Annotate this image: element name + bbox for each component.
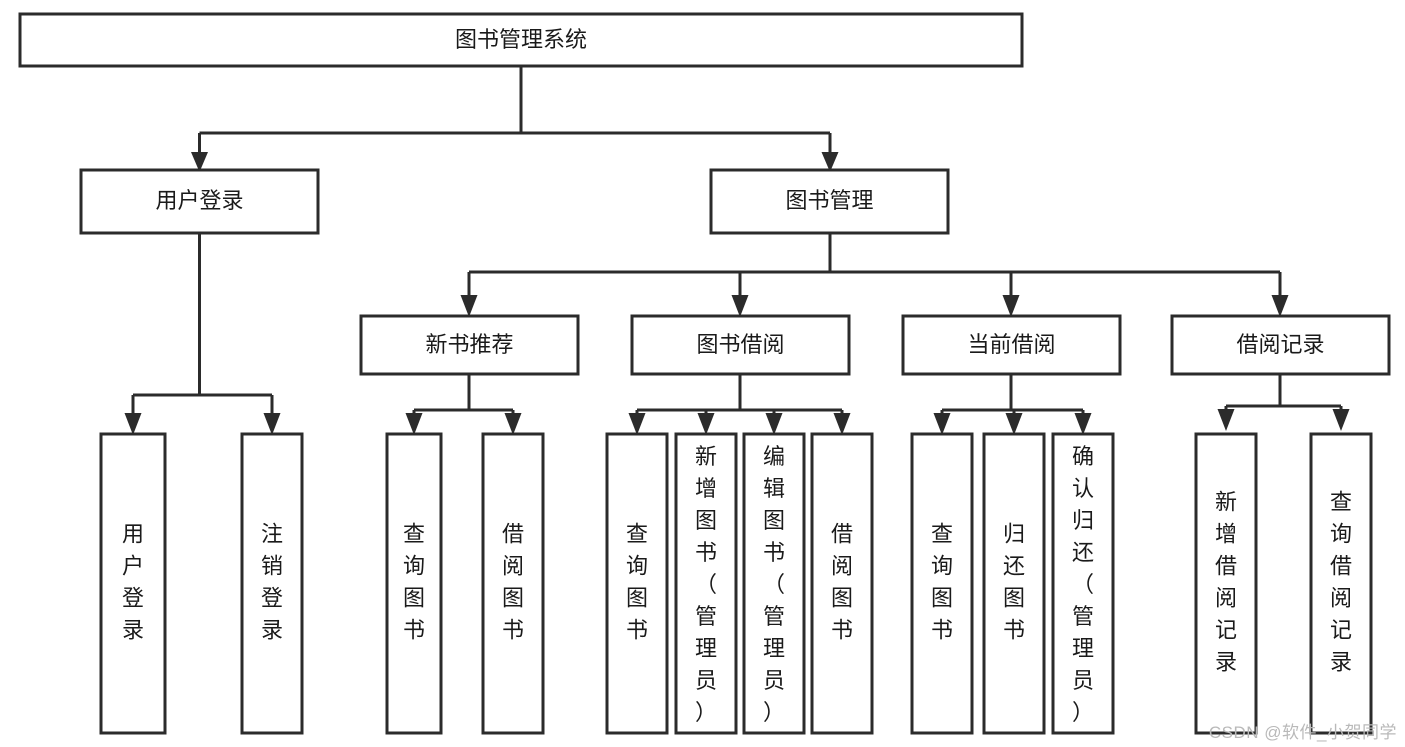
arrowhead-leaf-user-login: [124, 413, 142, 435]
arrowhead-leaf-borrow-book-rec: [504, 413, 522, 435]
leaf-box[interactable]: [240, 432, 304, 735]
leaf-node[interactable]: 借阅图书: [481, 432, 545, 735]
leaf-label: 新增借阅记录: [1215, 490, 1237, 675]
leaf-node[interactable]: 注销登录: [240, 432, 304, 735]
leaf-node[interactable]: 确认归还（管理员）: [1051, 432, 1115, 735]
leaf-node[interactable]: 新增借阅记录: [1194, 432, 1258, 735]
arrowhead-leaf-borrow-book-bb: [833, 413, 851, 435]
book-borrow-box[interactable]: [630, 314, 851, 376]
connector-layer: [124, 66, 1350, 435]
arrowhead-leaf-confirm-return: [1074, 413, 1092, 435]
node-current-borrow[interactable]: 当前借阅: [901, 314, 1122, 376]
arrowhead-new-book-rec: [460, 295, 478, 317]
arrowhead-leaf-add-book: [697, 413, 715, 435]
arrowhead-book-borrow: [731, 295, 749, 317]
leaf-node[interactable]: 查询图书: [605, 432, 669, 735]
book-borrow-label: 图书借阅: [696, 332, 784, 357]
leaf-label: 查询图书: [626, 522, 648, 643]
leaf-node[interactable]: 查询图书: [385, 432, 443, 735]
leaf-label: 确认归还（管理员）: [1072, 444, 1094, 725]
book-manage-label: 图书管理: [785, 188, 873, 213]
node-book-manage[interactable]: 图书管理: [709, 168, 950, 235]
leaf-node[interactable]: 借阅图书: [810, 432, 874, 735]
arrowhead-leaf-query-book-rec: [405, 413, 423, 435]
edge-bookborrow-bus: [635, 374, 844, 416]
leaf-box[interactable]: [910, 432, 974, 735]
arrowhead-leaf-query-book-cb: [933, 413, 951, 435]
leaf-label: 新增图书（管理员）: [695, 444, 717, 725]
new-book-rec-label: 新书推荐: [425, 332, 513, 357]
current-borrow-label: 当前借阅: [967, 332, 1055, 357]
leaf-node[interactable]: 新增图书（管理员）: [674, 432, 738, 735]
arrowhead-book-manage: [821, 152, 839, 172]
node-root[interactable]: 图书管理系统: [18, 12, 1024, 68]
arrowhead-leaf-query-book-bb: [628, 413, 646, 435]
current-borrow-box[interactable]: [901, 314, 1122, 376]
leaf-node[interactable]: 查询图书: [910, 432, 974, 735]
edge-currentborrow-bus: [940, 374, 1085, 416]
arrowhead-current-borrow: [1002, 295, 1020, 317]
borrow-record-box[interactable]: [1170, 314, 1391, 376]
leaf-node[interactable]: 归还图书: [982, 432, 1046, 735]
node-borrow-record[interactable]: 借阅记录: [1170, 314, 1391, 376]
arrowhead-leaf-logout-login: [263, 413, 281, 435]
leaf-label: 编辑图书（管理员）: [763, 444, 785, 725]
arrowhead-borrow-record: [1271, 295, 1289, 317]
leaf-box[interactable]: [1194, 432, 1258, 735]
leaf-box[interactable]: [742, 432, 806, 735]
leaf-box[interactable]: [674, 432, 738, 735]
root-label: 图书管理系统: [455, 27, 587, 52]
leaf-box[interactable]: [385, 432, 443, 735]
user-login-label: 用户登录: [155, 188, 243, 213]
edge-userlogin-bus: [131, 233, 274, 416]
leaf-label: 归还图书: [1003, 522, 1025, 643]
leaf-box[interactable]: [99, 432, 167, 735]
leaf-box[interactable]: [1051, 432, 1115, 735]
edge-bookmanage-bus: [467, 233, 1282, 298]
node-user-login[interactable]: 用户登录: [79, 168, 320, 235]
leaf-node[interactable]: 编辑图书（管理员）: [742, 432, 806, 735]
leaf-label: 查询图书: [403, 522, 425, 643]
arrowhead-leaf-add-record: [1217, 409, 1235, 431]
arrowhead-leaf-edit-book: [765, 413, 783, 435]
arrowhead-leaf-return-book: [1005, 413, 1023, 435]
new-book-rec-box[interactable]: [359, 314, 580, 376]
leaf-label: 查询借阅记录: [1330, 490, 1352, 675]
leaf-node[interactable]: 用户登录: [99, 432, 167, 735]
leaf-layer: 用户登录 注销登录 查询图书 借阅图书 查询图书 新增图书（管理员） 编辑图书（管理员） 借阅…: [99, 432, 1373, 735]
edge-root-bus: [198, 66, 832, 155]
node-book-borrow[interactable]: 图书借阅: [630, 314, 851, 376]
arrowhead-leaf-query-record: [1332, 409, 1350, 431]
leaf-label: 注销登录: [261, 522, 283, 643]
user-login-box[interactable]: [79, 168, 320, 235]
leaf-label: 查询图书: [931, 522, 953, 643]
leaf-box[interactable]: [1309, 432, 1373, 735]
borrow-record-label: 借阅记录: [1236, 332, 1324, 357]
leaf-box[interactable]: [605, 432, 669, 735]
edge-newbookrec-bus: [412, 374, 515, 416]
leaf-label: 借阅图书: [831, 522, 853, 643]
edge-borrowrecord-bus: [1224, 374, 1343, 412]
leaf-label: 用户登录: [122, 522, 144, 643]
arrowhead-user-login: [191, 152, 208, 172]
root-box[interactable]: [18, 12, 1024, 68]
leaf-label: 借阅图书: [502, 522, 524, 643]
leaf-box[interactable]: [810, 432, 874, 735]
leaf-box[interactable]: [982, 432, 1046, 735]
book-manage-box[interactable]: [709, 168, 950, 235]
leaf-box[interactable]: [481, 432, 545, 735]
node-new-book-rec[interactable]: 新书推荐: [359, 314, 580, 376]
leaf-node[interactable]: 查询借阅记录: [1309, 432, 1373, 735]
